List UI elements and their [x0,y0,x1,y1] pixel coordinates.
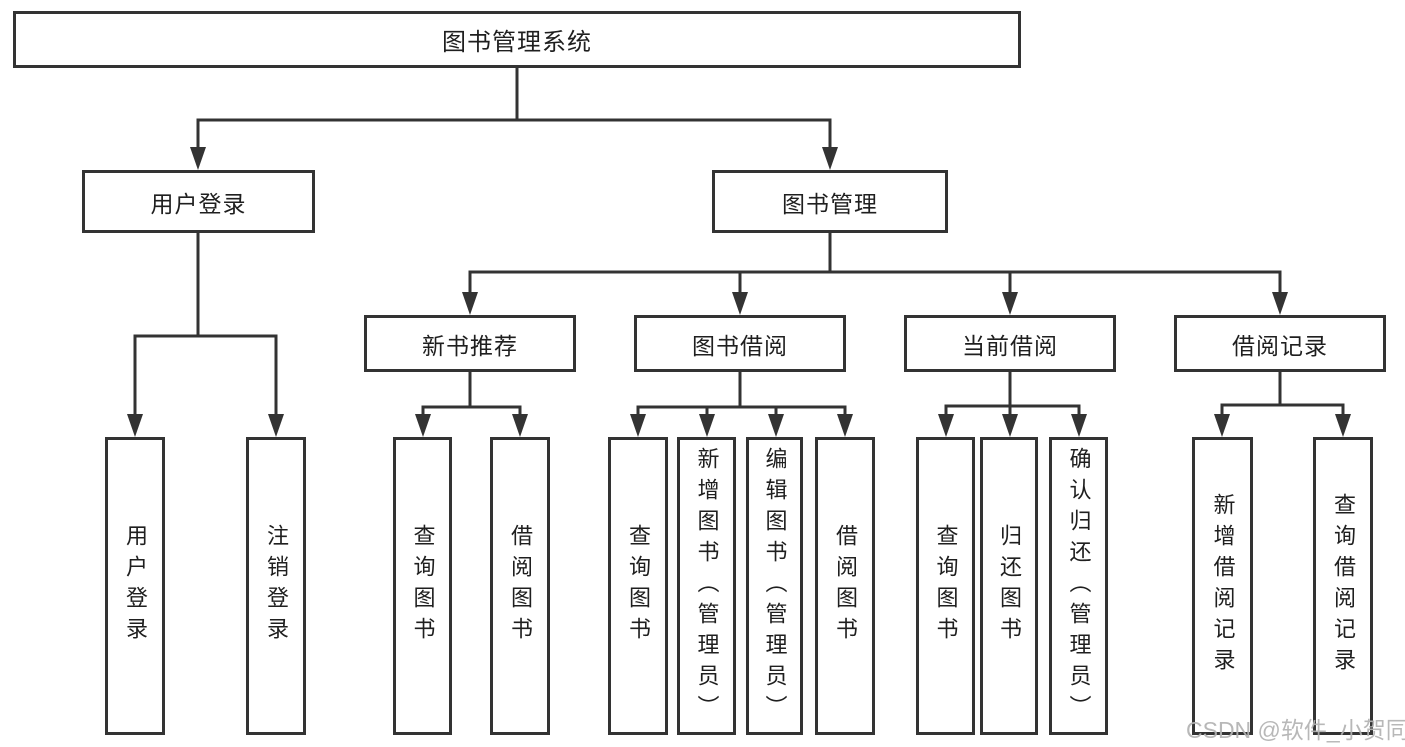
leaf-add-books-admin: 新增图书（管理员） [677,437,736,735]
leaf-query-borrow-record: 查询借阅记录 [1313,437,1373,735]
leaf-return-books: 归还图书 [980,437,1038,735]
arrowhead-icons [127,147,1351,437]
leaf-confirm-return-admin: 确认归还（管理员） [1049,437,1108,735]
leaf-borrow-books: 借阅图书 [815,437,875,735]
leaf-logout: 注销登录 [246,437,306,735]
leaf-query-books-borrow: 查询图书 [608,437,668,735]
leaf-query-books-current: 查询图书 [916,437,975,735]
leaf-edit-books-admin: 编辑图书（管理员） [746,437,803,735]
leaf-add-borrow-record: 新增借阅记录 [1192,437,1253,735]
node-root-system: 图书管理系统 [13,11,1021,68]
csdn-watermark: CSDN @软件_小贺同学 [1186,717,1405,743]
leaf-borrow-books-recommend: 借阅图书 [490,437,550,735]
node-borrow-records: 借阅记录 [1174,315,1386,372]
node-book-management: 图书管理 [712,170,948,233]
leaf-user-login: 用户登录 [105,437,165,735]
node-current-borrow: 当前借阅 [904,315,1116,372]
leaf-query-books-recommend: 查询图书 [393,437,452,735]
node-book-borrow: 图书借阅 [634,315,846,372]
node-new-book-recommend: 新书推荐 [364,315,576,372]
node-user-login: 用户登录 [82,170,315,233]
